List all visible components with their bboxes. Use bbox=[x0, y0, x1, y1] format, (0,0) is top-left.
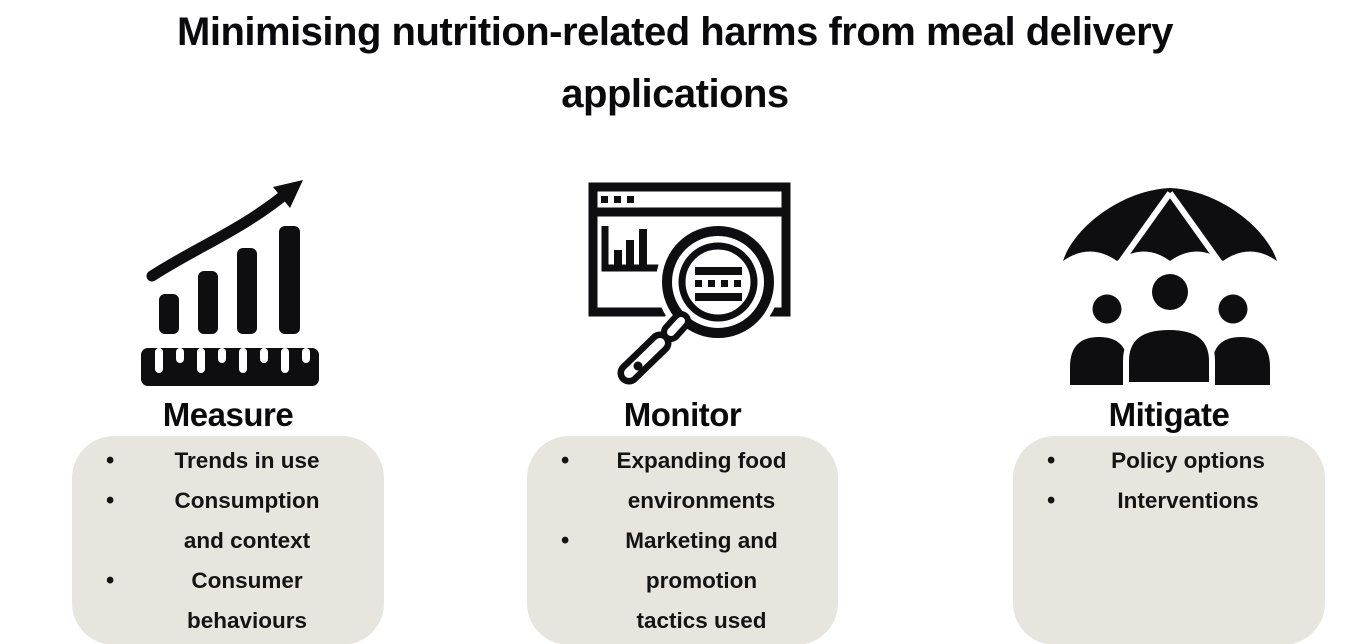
list-item: Marketing and promotion tactics used bbox=[527, 521, 838, 641]
monitor-bullet-list: Expanding food environmentsMarketing and… bbox=[527, 436, 838, 641]
list-item: Trends in use bbox=[72, 441, 384, 481]
list-item: Expanding food environments bbox=[527, 441, 838, 521]
list-item: Policy options bbox=[1013, 441, 1325, 481]
list-item: Consumption and context bbox=[72, 481, 384, 561]
page-title-line-1: Minimising nutrition-related harms from … bbox=[177, 10, 1173, 54]
mitigate-bullet-list: Policy optionsInterventions bbox=[1013, 436, 1325, 521]
measure-bullet-list: Trends in useConsumption and contextCons… bbox=[72, 436, 384, 641]
page-title-line-2: applications bbox=[561, 72, 789, 116]
monitor-bullet-box: Expanding food environmentsMarketing and… bbox=[527, 436, 838, 644]
mitigate-bullet-box: Policy optionsInterventions bbox=[1013, 436, 1325, 644]
growth-bar-chart-ruler-icon bbox=[140, 168, 320, 388]
column-heading-monitor: Monitor bbox=[623, 396, 742, 433]
page-title: Minimising nutrition-related harms from … bbox=[0, 1, 1350, 125]
list-item: Interventions bbox=[1013, 481, 1325, 521]
dashboard-magnifier-icon bbox=[588, 182, 793, 396]
measure-bullet-box: Trends in useConsumption and contextCons… bbox=[72, 436, 384, 644]
column-heading-measure: Measure bbox=[162, 396, 294, 433]
list-item: Consumer behaviours bbox=[72, 561, 384, 641]
umbrella-people-icon bbox=[1060, 185, 1280, 385]
column-heading-mitigate: Mitigate bbox=[1108, 396, 1230, 433]
